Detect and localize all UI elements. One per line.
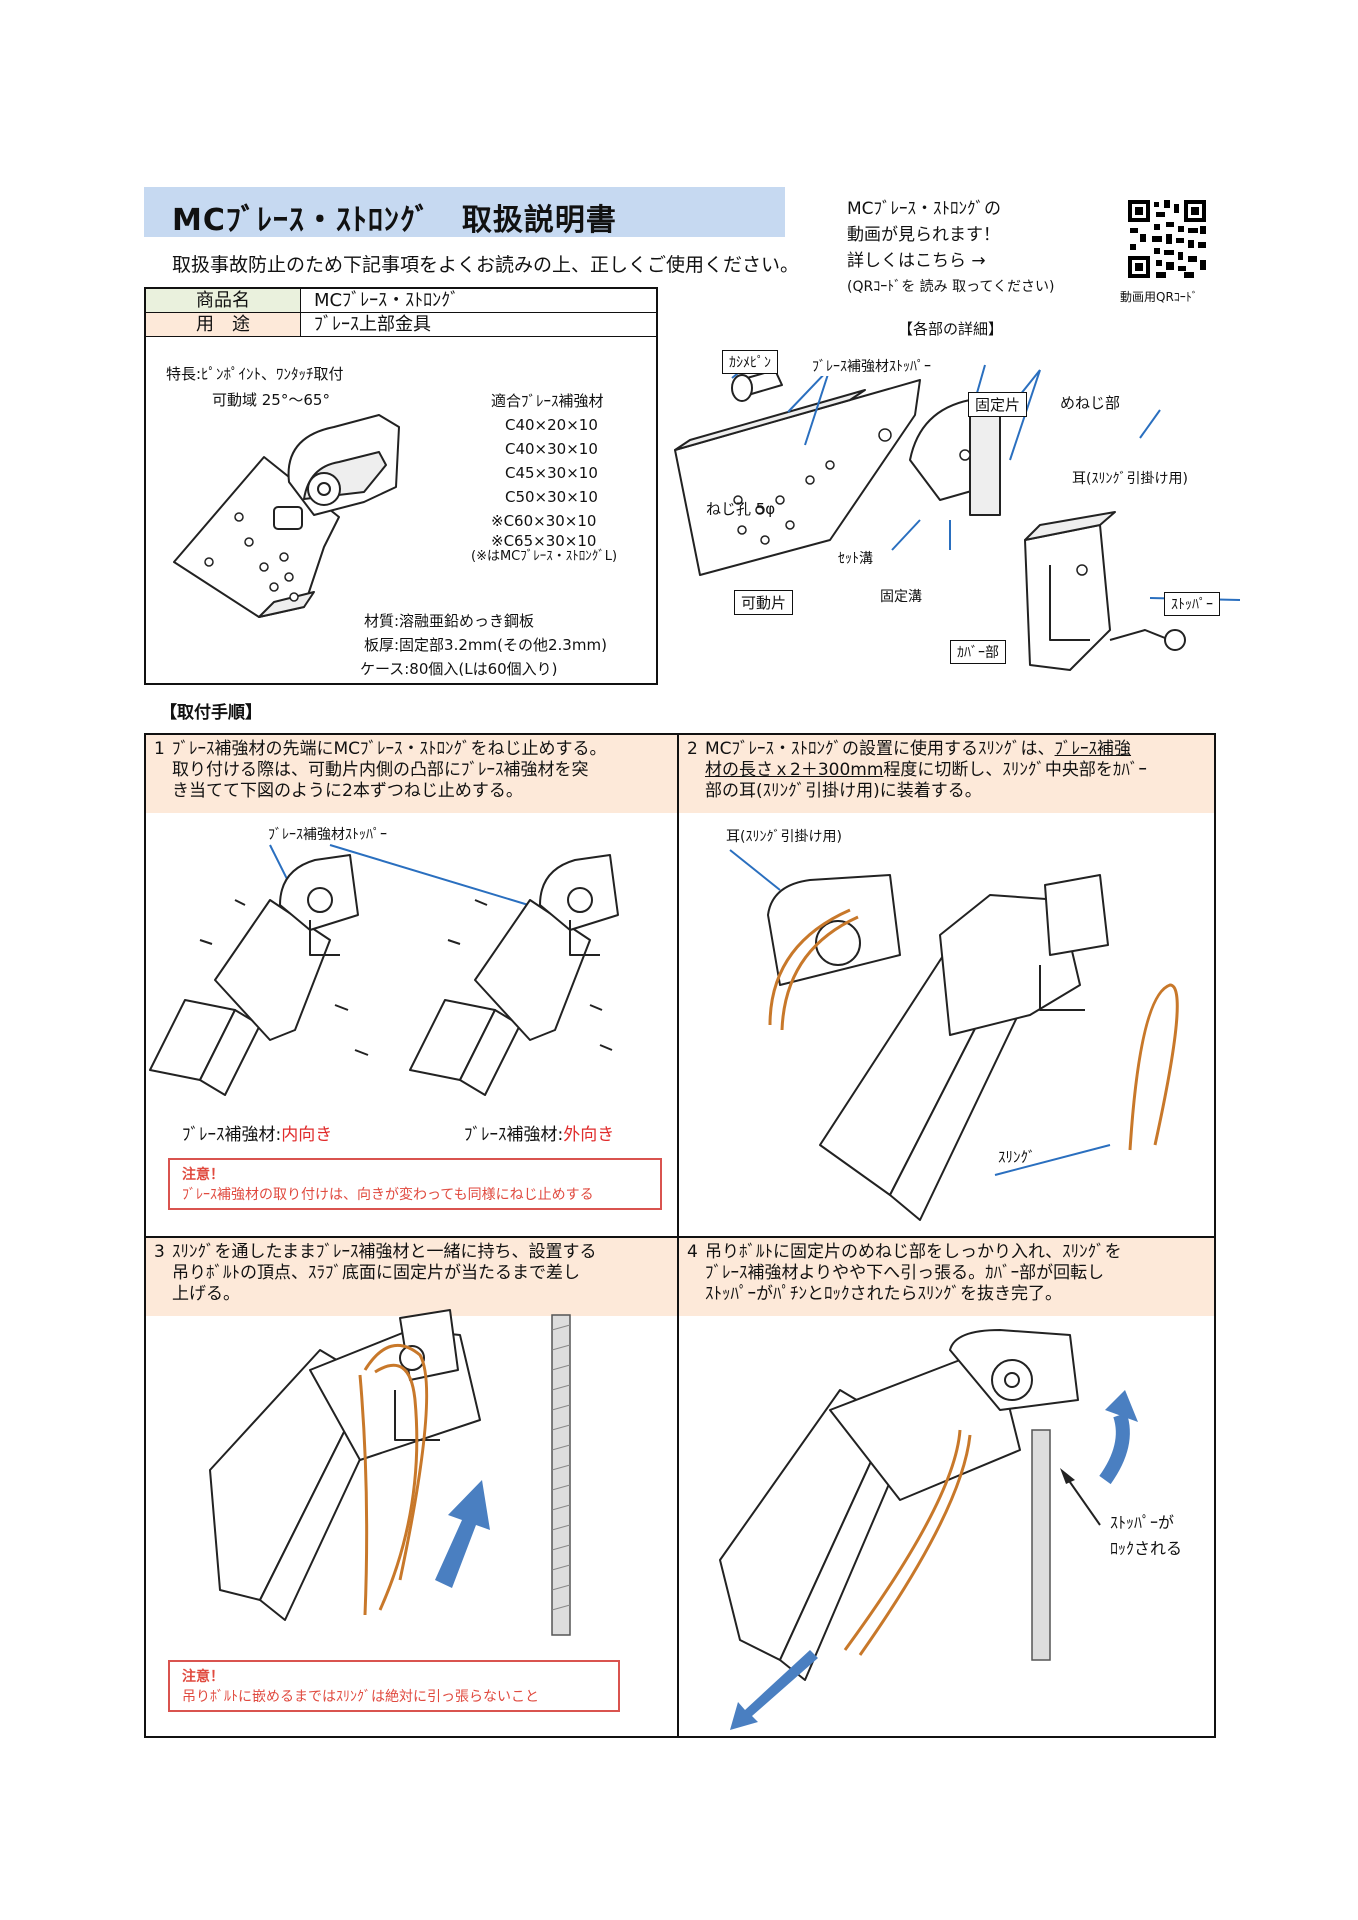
step-2-illustration (729, 849, 1179, 1221)
qr-code-icon[interactable] (1126, 198, 1208, 280)
step-2-text-a-underline: ﾌﾞﾚｰｽ補強 (1054, 739, 1132, 759)
step-2-head: 2 MCﾌﾞﾚｰｽ・ｽﾄﾛﾝｸﾞの設置に使用するｽﾘﾝｸﾞは、ﾌﾞﾚｰｽ補強 材の… (679, 735, 1214, 813)
step-2-callout-sling: ｽﾘﾝｸﾞ (998, 1148, 1036, 1166)
step-3-illustration (209, 1309, 571, 1636)
step-4-callout-lock: ｽﾄｯﾊﾟｰが ﾛｯｸされる (1110, 1510, 1182, 1562)
product-name-row: 商品名 MCﾌﾞﾚｰｽ・ｽﾄﾛﾝｸﾞ (146, 289, 656, 313)
step-1-illustration (149, 844, 619, 1096)
warning-title: 注意！ (182, 1167, 224, 1183)
step-1-head: 1 ﾌﾞﾚｰｽ補強材の先端にMCﾌﾞﾚｰｽ・ｽﾄﾛﾝｸﾞをねじ止めする。 取り付け… (146, 735, 677, 813)
product-use-value: ﾌﾞﾚｰｽ上部金具 (314, 314, 431, 335)
caption-right-text: ﾌﾞﾚｰｽ補強材: (464, 1125, 564, 1145)
features: 特長:ﾋﾟﾝﾎﾟｲﾝﾄ、ﾜﾝﾀｯﾁ取付 可動域 25°～65° (166, 361, 344, 413)
feature-1: 特長:ﾋﾟﾝﾎﾟｲﾝﾄ、ﾜﾝﾀｯﾁ取付 (166, 365, 344, 383)
caption-left-red: 内向き (281, 1125, 333, 1145)
step-4-number: 4 (687, 1242, 698, 1262)
step-3-head: 3 ｽﾘﾝｸﾞを通したままﾌﾞﾚｰｽ補強材と一緒に持ち、設置する 吊りﾎﾞﾙﾄの頂… (146, 1238, 677, 1316)
callout-set-groove: ｾｯﾄ溝 (838, 551, 873, 567)
step-3-text-a: ｽﾘﾝｸﾞを通したままﾌﾞﾚｰｽ補強材と一緒に持ち、設置する (172, 1242, 597, 1262)
callout-movable: 可動片 (734, 590, 794, 615)
step-1-text-b: 取り付ける際は、可動片内側の凸部にﾌﾞﾚｰｽ補強材を突 (172, 760, 589, 780)
step-2-text-a: MCﾌﾞﾚｰｽ・ｽﾄﾛﾝｸﾞの設置に使用するｽﾘﾝｸﾞは、 (705, 739, 1055, 759)
compat-item: ※C60×30×10 (491, 512, 597, 530)
callout-cover: ｶﾊﾞｰ部 (950, 640, 1006, 664)
product-use-row: 用 途 ﾌﾞﾚｰｽ上部金具 (146, 313, 656, 337)
product-name-value: MCﾌﾞﾚｰｽ・ｽﾄﾛﾝｸﾞ (314, 290, 460, 311)
caption-right-red: 外向き (563, 1125, 615, 1145)
step-4-text-c: ｽﾄｯﾊﾟｰがﾊﾟﾁﾝとﾛｯｸされたらｽﾘﾝｸﾞを抜き完了。 (705, 1284, 1062, 1304)
lock-text-a: ｽﾄｯﾊﾟｰが (1110, 1513, 1175, 1532)
lock-text-b: ﾛｯｸされる (1110, 1539, 1183, 1558)
step-3-number: 3 (154, 1242, 165, 1262)
callout-fixed-piece: 固定片 (968, 392, 1028, 417)
step-1-text-c: き当てて下図のように2本ずつねじ止めする。 (172, 781, 523, 801)
step-2-text-b-underline: 材の長さｘ2＋300mm (705, 760, 884, 780)
procedure-heading: 【取付手順】 (160, 703, 262, 723)
callout-screw-hole: ねじ孔 5φ (706, 500, 776, 518)
compat-item: C50×30×10 (505, 488, 598, 506)
product-use-key: 用 途 (146, 313, 301, 336)
step-1-text-a: ﾌﾞﾚｰｽ補強材の先端にMCﾌﾞﾚｰｽ・ｽﾄﾛﾝｸﾞをねじ止めする。 (172, 739, 607, 759)
callout-female-thread: めねじ部 (1060, 394, 1121, 412)
page-title: MCﾌﾞﾚｰｽ・ｽﾄﾛﾝｸﾞ 取扱説明書 (172, 203, 617, 238)
compat-note: (※はMCﾌﾞﾚｰｽ・ｽﾄﾛﾝｸﾞL) (471, 549, 618, 564)
callout-pin: ｶｼﾒﾋﾟﾝ (722, 350, 778, 374)
step-3-warning: 注意！ 吊りﾎﾞﾙﾄに嵌めるまではｽﾘﾝｸﾞは絶対に引っ張らないこと (168, 1660, 620, 1712)
compat-item: C45×30×10 (505, 464, 598, 482)
step-2-callout-ear: 耳(ｽﾘﾝｸﾞ引掛け用) (726, 829, 842, 845)
step-4-text-b: ﾌﾞﾚｰｽ補強材よりやや下へ引っ張る。ｶﾊﾞｰ部が回転し (705, 1263, 1105, 1283)
compat-list: 適合ﾌﾞﾚｰｽ補強材 C40×20×10 C40×30×10 C45×30×10… (471, 389, 617, 565)
case-qty: ケース:80個入(Lは60個入り) (360, 660, 558, 678)
divider-horizontal (144, 1236, 1216, 1238)
spec: 材質:溶融亜鉛めっき鋼板 板厚:固定部3.2mm(その他2.3mm) ケース:8… (360, 609, 607, 681)
step-1-caption-right: ﾌﾞﾚｰｽ補強材:外向き (464, 1120, 614, 1145)
callout-brace-stopper: ﾌﾞﾚｰｽ補強材ｽﾄｯﾊﾟｰ (812, 356, 931, 376)
step-1-warning: 注意！ ﾌﾞﾚｰｽ補強材の取り付けは、向きが変わっても同様にねじ止めする (168, 1158, 662, 1210)
compat-title: 適合ﾌﾞﾚｰｽ補強材 (491, 392, 604, 410)
compat-item: C40×30×10 (505, 440, 598, 458)
step-2-text-b: 程度に切断し、ｽﾘﾝｸﾞ中央部をｶﾊﾞｰ (883, 760, 1147, 780)
subtitle: 取扱事故防止のため下記事項をよくお読みの上、正しくご使用ください。 (172, 254, 800, 276)
callout-fixed-groove: 固定溝 (880, 589, 922, 605)
product-illustration (173, 414, 400, 618)
feature-2: 可動域 25°～65° (212, 391, 330, 409)
steps-frame (144, 733, 1216, 1738)
details-heading: 【各部の詳細】 (898, 320, 1004, 338)
step-1-caption-left: ﾌﾞﾚｰｽ補強材:内向き (182, 1120, 332, 1145)
step-1-callout: ﾌﾞﾚｰｽ補強材ｽﾄｯﾊﾟｰ (268, 827, 387, 843)
video-line-2: 動画が見られます！ (847, 225, 1000, 245)
warning-text: 吊りﾎﾞﾙﾄに嵌めるまではｽﾘﾝｸﾞは絶対に引っ張らないこと (182, 1689, 539, 1705)
warning-text: ﾌﾞﾚｰｽ補強材の取り付けは、向きが変わっても同様にねじ止めする (182, 1187, 594, 1203)
step-3-text-c: 上げる。 (172, 1284, 240, 1304)
video-note: MCﾌﾞﾚｰｽ・ｽﾄﾛﾝｸﾞの 動画が見られます！ 詳しくはこちら → (QRｺ… (847, 196, 1054, 300)
step-2-text-c: 部の耳(ｽﾘﾝｸﾞ引掛け用)に装着する。 (705, 781, 982, 801)
material: 材質:溶融亜鉛めっき鋼板 (364, 612, 535, 630)
divider-vertical (677, 733, 679, 1738)
video-line-3[interactable]: 詳しくはこちら → (847, 251, 986, 271)
step-4-text-a: 吊りﾎﾞﾙﾄに固定片のめねじ部をしっかり入れ、ｽﾘﾝｸﾞを (705, 1242, 1122, 1262)
step-3-text-b: 吊りﾎﾞﾙﾄの頂点、ｽﾗﾌﾞ底面に固定片が当たるまで差し (172, 1263, 580, 1283)
step-2-number: 2 (687, 739, 698, 759)
step-1-number: 1 (154, 739, 165, 759)
thickness: 板厚:固定部3.2mm(その他2.3mm) (364, 636, 607, 654)
step-4-head: 4 吊りﾎﾞﾙﾄに固定片のめねじ部をしっかり入れ、ｽﾘﾝｸﾞを ﾌﾞﾚｰｽ補強材よ… (679, 1238, 1214, 1316)
warning-title: 注意！ (182, 1669, 224, 1685)
title-bar: MCﾌﾞﾚｰｽ・ｽﾄﾛﾝｸﾞ 取扱説明書 (144, 187, 785, 238)
callout-stopper: ｽﾄｯﾊﾟｰ (1164, 592, 1220, 616)
video-line-1: MCﾌﾞﾚｰｽ・ｽﾄﾛﾝｸﾞの (847, 199, 1002, 219)
step-4-illustration (719, 1329, 1138, 1730)
product-name-key: 商品名 (146, 289, 301, 312)
caption-left-text: ﾌﾞﾚｰｽ補強材: (182, 1125, 282, 1145)
product-info-box: 商品名 MCﾌﾞﾚｰｽ・ｽﾄﾛﾝｸﾞ 用 途 ﾌﾞﾚｰｽ上部金具 特長:ﾋﾟﾝﾎ… (144, 287, 658, 685)
qr-label: 動画用QRｺｰﾄﾞ (1120, 290, 1198, 304)
compat-item: ※C65×30×10 (491, 532, 597, 550)
callout-ear: 耳(ｽﾘﾝｸﾞ引掛け用) (1072, 471, 1188, 487)
video-line-4: (QRｺｰﾄﾞを 読み 取ってください) (847, 279, 1055, 295)
compat-item: C40×20×10 (505, 416, 598, 434)
